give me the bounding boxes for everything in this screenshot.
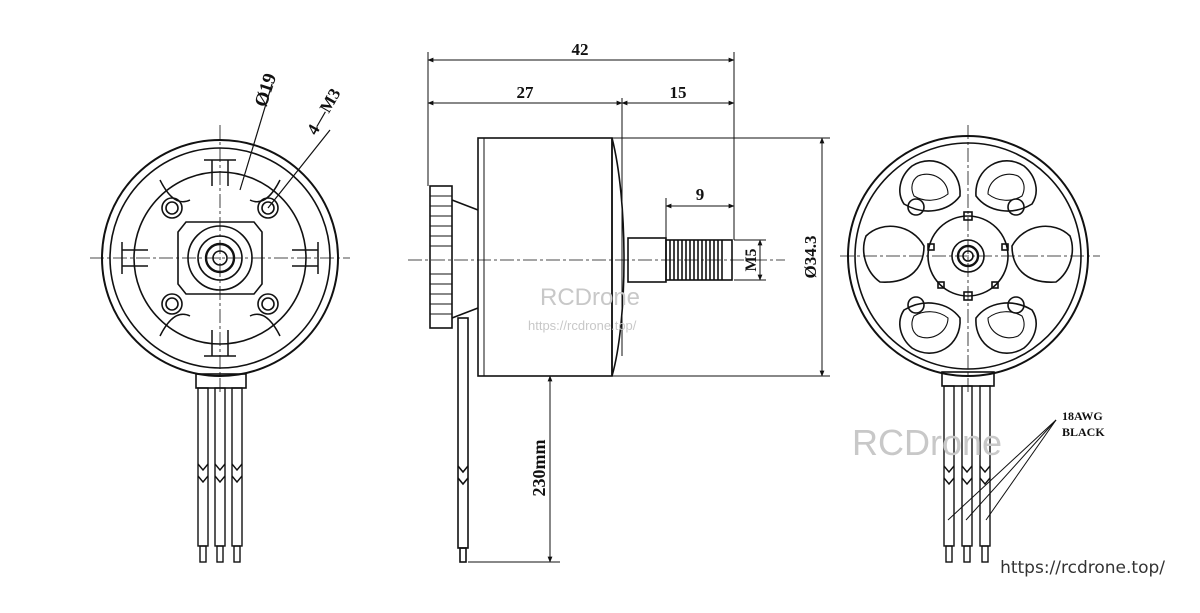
wire-gauge-label: 18AWG bbox=[1062, 409, 1103, 423]
shaft-length-label: 15 bbox=[670, 83, 687, 102]
brand-watermark-right: RCDrone bbox=[852, 422, 1002, 463]
body-length-label: 27 bbox=[517, 83, 535, 102]
wire-color-label: BLACK bbox=[1062, 425, 1105, 439]
overall-length-label: 42 bbox=[572, 40, 589, 59]
url-watermark-center: https://rcdrone.top/ bbox=[528, 318, 637, 333]
footer-url: https://rcdrone.top/ bbox=[1000, 558, 1165, 578]
side-view-dimension-lines bbox=[427, 52, 830, 563]
lead-length-label: 230mm bbox=[529, 440, 549, 497]
shaft-thread-length-label: 9 bbox=[696, 185, 705, 204]
brand-watermark-center: RCDrone bbox=[540, 284, 640, 311]
body-diameter-label: Ø34.3 bbox=[801, 236, 820, 279]
side-view bbox=[408, 137, 808, 563]
front-view-mount-face bbox=[90, 83, 350, 563]
mount-circle-label: Ø19 bbox=[251, 71, 281, 110]
shaft-thread-label: M5 bbox=[743, 248, 760, 271]
mount-holes-label: 4—M3 bbox=[303, 85, 344, 138]
rear-view-rotor-face bbox=[840, 125, 1100, 563]
